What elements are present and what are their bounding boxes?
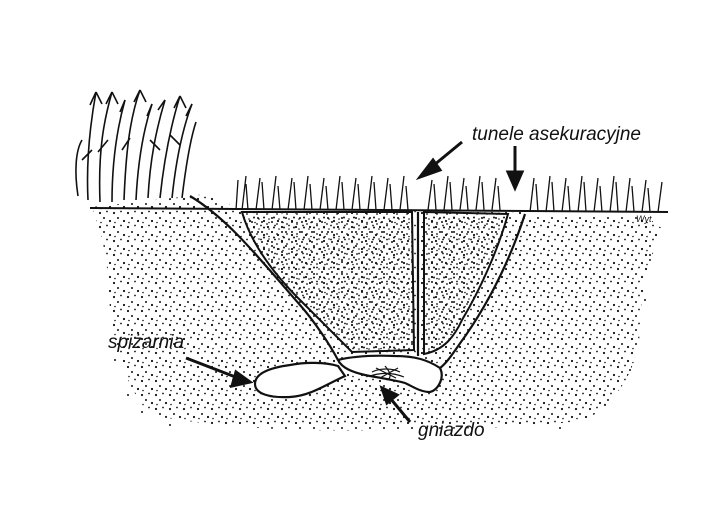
soil-block-left [240,211,416,354]
label-pantry: spiżarnia [108,332,184,353]
ground-line [89,207,669,213]
arrows [185,140,525,423]
arrow-pantry-head [229,369,254,389]
tall-grass [75,89,197,203]
label-nest: gniazdo [418,420,485,441]
tunnel-system [189,195,527,369]
arrow-tunnel-right-head [505,170,525,192]
label-escape-tunnels: tunele asekuracyjne [472,124,641,145]
pantry-chamber [253,361,347,399]
arrow-pantry [185,356,239,380]
arrow-nest [388,397,412,423]
artist-signature: Wyt. [636,214,654,224]
short-grass [235,175,663,213]
nest-material [369,365,405,381]
soil-block-right [423,210,510,356]
soil-edge-dots [114,254,651,429]
arrow-nest-head [379,385,400,406]
arrow-tunnel-left-head [415,157,443,181]
